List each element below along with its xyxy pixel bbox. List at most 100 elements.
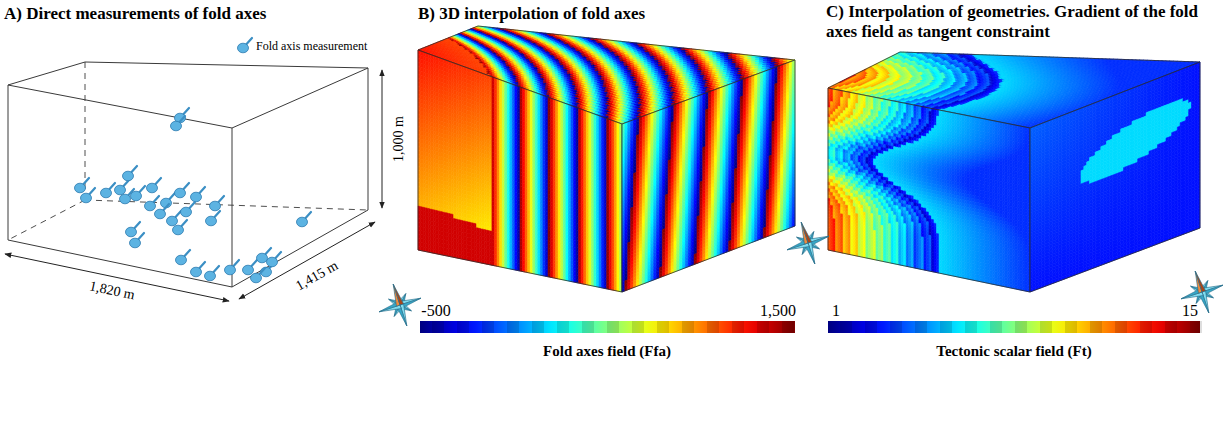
fold-axis-symbol: [181, 202, 196, 217]
color-bar: [828, 321, 1200, 333]
axis-disc: [225, 265, 236, 275]
bar-step: [732, 321, 744, 333]
bar-title: Fold axes field (Ffa): [543, 343, 671, 360]
bar-min-label: -500: [421, 302, 450, 320]
fold-axis-symbol: [130, 233, 145, 248]
axis-disc: [191, 267, 202, 277]
box-edge: [232, 68, 368, 128]
box-edge: [8, 240, 232, 287]
axis-disc: [267, 257, 278, 267]
fold-axis-symbol: [173, 220, 188, 235]
axis-disc: [101, 188, 112, 198]
axis-disc: [238, 43, 249, 53]
fold-axis-symbol: [131, 186, 146, 201]
bar-step: [657, 321, 669, 333]
bar-step: [965, 321, 977, 333]
bar-step: [457, 321, 469, 333]
bar-step: [482, 321, 494, 333]
bar-step: [532, 321, 544, 333]
axis-disc: [120, 194, 131, 204]
fold-axis-symbol: [81, 188, 96, 203]
face-outline: [622, 60, 795, 292]
axis-disc: [81, 193, 92, 203]
dimension-label: 1,415 m: [291, 257, 342, 296]
dimension-label: 1,820 m: [86, 278, 138, 304]
axis-disc: [297, 217, 308, 227]
fold-axis-symbol: [147, 178, 162, 193]
compass-rose: [780, 215, 835, 270]
box-edge: [8, 85, 232, 128]
top-face: [418, 26, 795, 124]
axis-disc: [181, 207, 192, 217]
box-edge: [8, 62, 85, 85]
axis-disc: [123, 171, 134, 181]
bar-step: [940, 321, 952, 333]
color-bar-steps: [840, 321, 1202, 333]
fold-axis-symbol: [176, 250, 191, 265]
face-outline: [828, 52, 1200, 128]
fold-axis-symbol: [175, 183, 190, 198]
face-outline: [1030, 62, 1200, 292]
axis-disc: [205, 271, 216, 281]
axis-disc: [176, 255, 187, 265]
front-face: [418, 50, 622, 292]
bar-step: [1015, 321, 1027, 333]
color-bars: [420, 321, 1202, 333]
axis-disc: [147, 183, 158, 193]
panel-title: A) Direct measurements of fold axes: [4, 4, 266, 24]
fold-axis-symbol: [225, 260, 240, 275]
axis-disc: [173, 225, 184, 235]
bar-step: [865, 321, 877, 333]
rose-point: [1195, 270, 1205, 292]
bar-title: Tectonic scalar field (Ft): [936, 343, 1091, 360]
bar-step: [707, 321, 719, 333]
side-face: [622, 60, 795, 292]
face-outline: [828, 88, 1030, 292]
fold-axis-symbol: [238, 38, 253, 53]
fold-axis-symbol: [101, 183, 116, 198]
axis-disc: [75, 183, 86, 193]
axis-disc: [126, 227, 137, 237]
bar-step: [840, 321, 852, 333]
box-edge: [232, 128, 233, 287]
bar-step: [632, 321, 644, 333]
axis-disc: [130, 238, 141, 248]
axis-disc: [131, 191, 142, 201]
bar-max-label: 1,500: [760, 302, 796, 320]
box-edge: [8, 85, 9, 240]
axis-disc: [251, 273, 262, 283]
axis-disc: [210, 201, 221, 211]
fold-axis-symbol: [167, 211, 182, 226]
fold-axis-symbol: [155, 204, 170, 219]
compass-roses: [372, 215, 1226, 332]
fold-axis-symbol: [75, 178, 90, 193]
axis-disc: [206, 216, 217, 226]
bar-step: [1140, 321, 1152, 333]
fold-axis-symbol: [191, 262, 206, 277]
fold-axis-symbol: [123, 166, 138, 181]
tectonic-block: [828, 52, 1200, 292]
bar-step: [1115, 321, 1127, 333]
bar-max-label: 15: [1182, 302, 1198, 320]
compass-rose: [1174, 264, 1226, 319]
fold-axis-symbol: [191, 187, 206, 202]
bar-step: [1090, 321, 1102, 333]
bar-min-label: 1: [832, 302, 840, 320]
rose-point: [393, 283, 403, 305]
bar-step: [890, 321, 902, 333]
legend-label: Fold axis measurement: [256, 40, 367, 54]
wireframe-block: [5, 38, 382, 301]
bar-step: [757, 321, 769, 333]
axis-disc: [115, 185, 126, 195]
bar-step: [557, 321, 569, 333]
bar-step: [607, 321, 619, 333]
fold-axis-symbol: [145, 196, 160, 211]
fold-axis-symbol: [267, 252, 282, 267]
bar-step: [582, 321, 594, 333]
bar-step: [782, 321, 794, 333]
bar-step: [432, 321, 444, 333]
color-bar: [420, 321, 795, 333]
fold-axes-block: [418, 26, 795, 292]
face-outline: [418, 26, 795, 124]
